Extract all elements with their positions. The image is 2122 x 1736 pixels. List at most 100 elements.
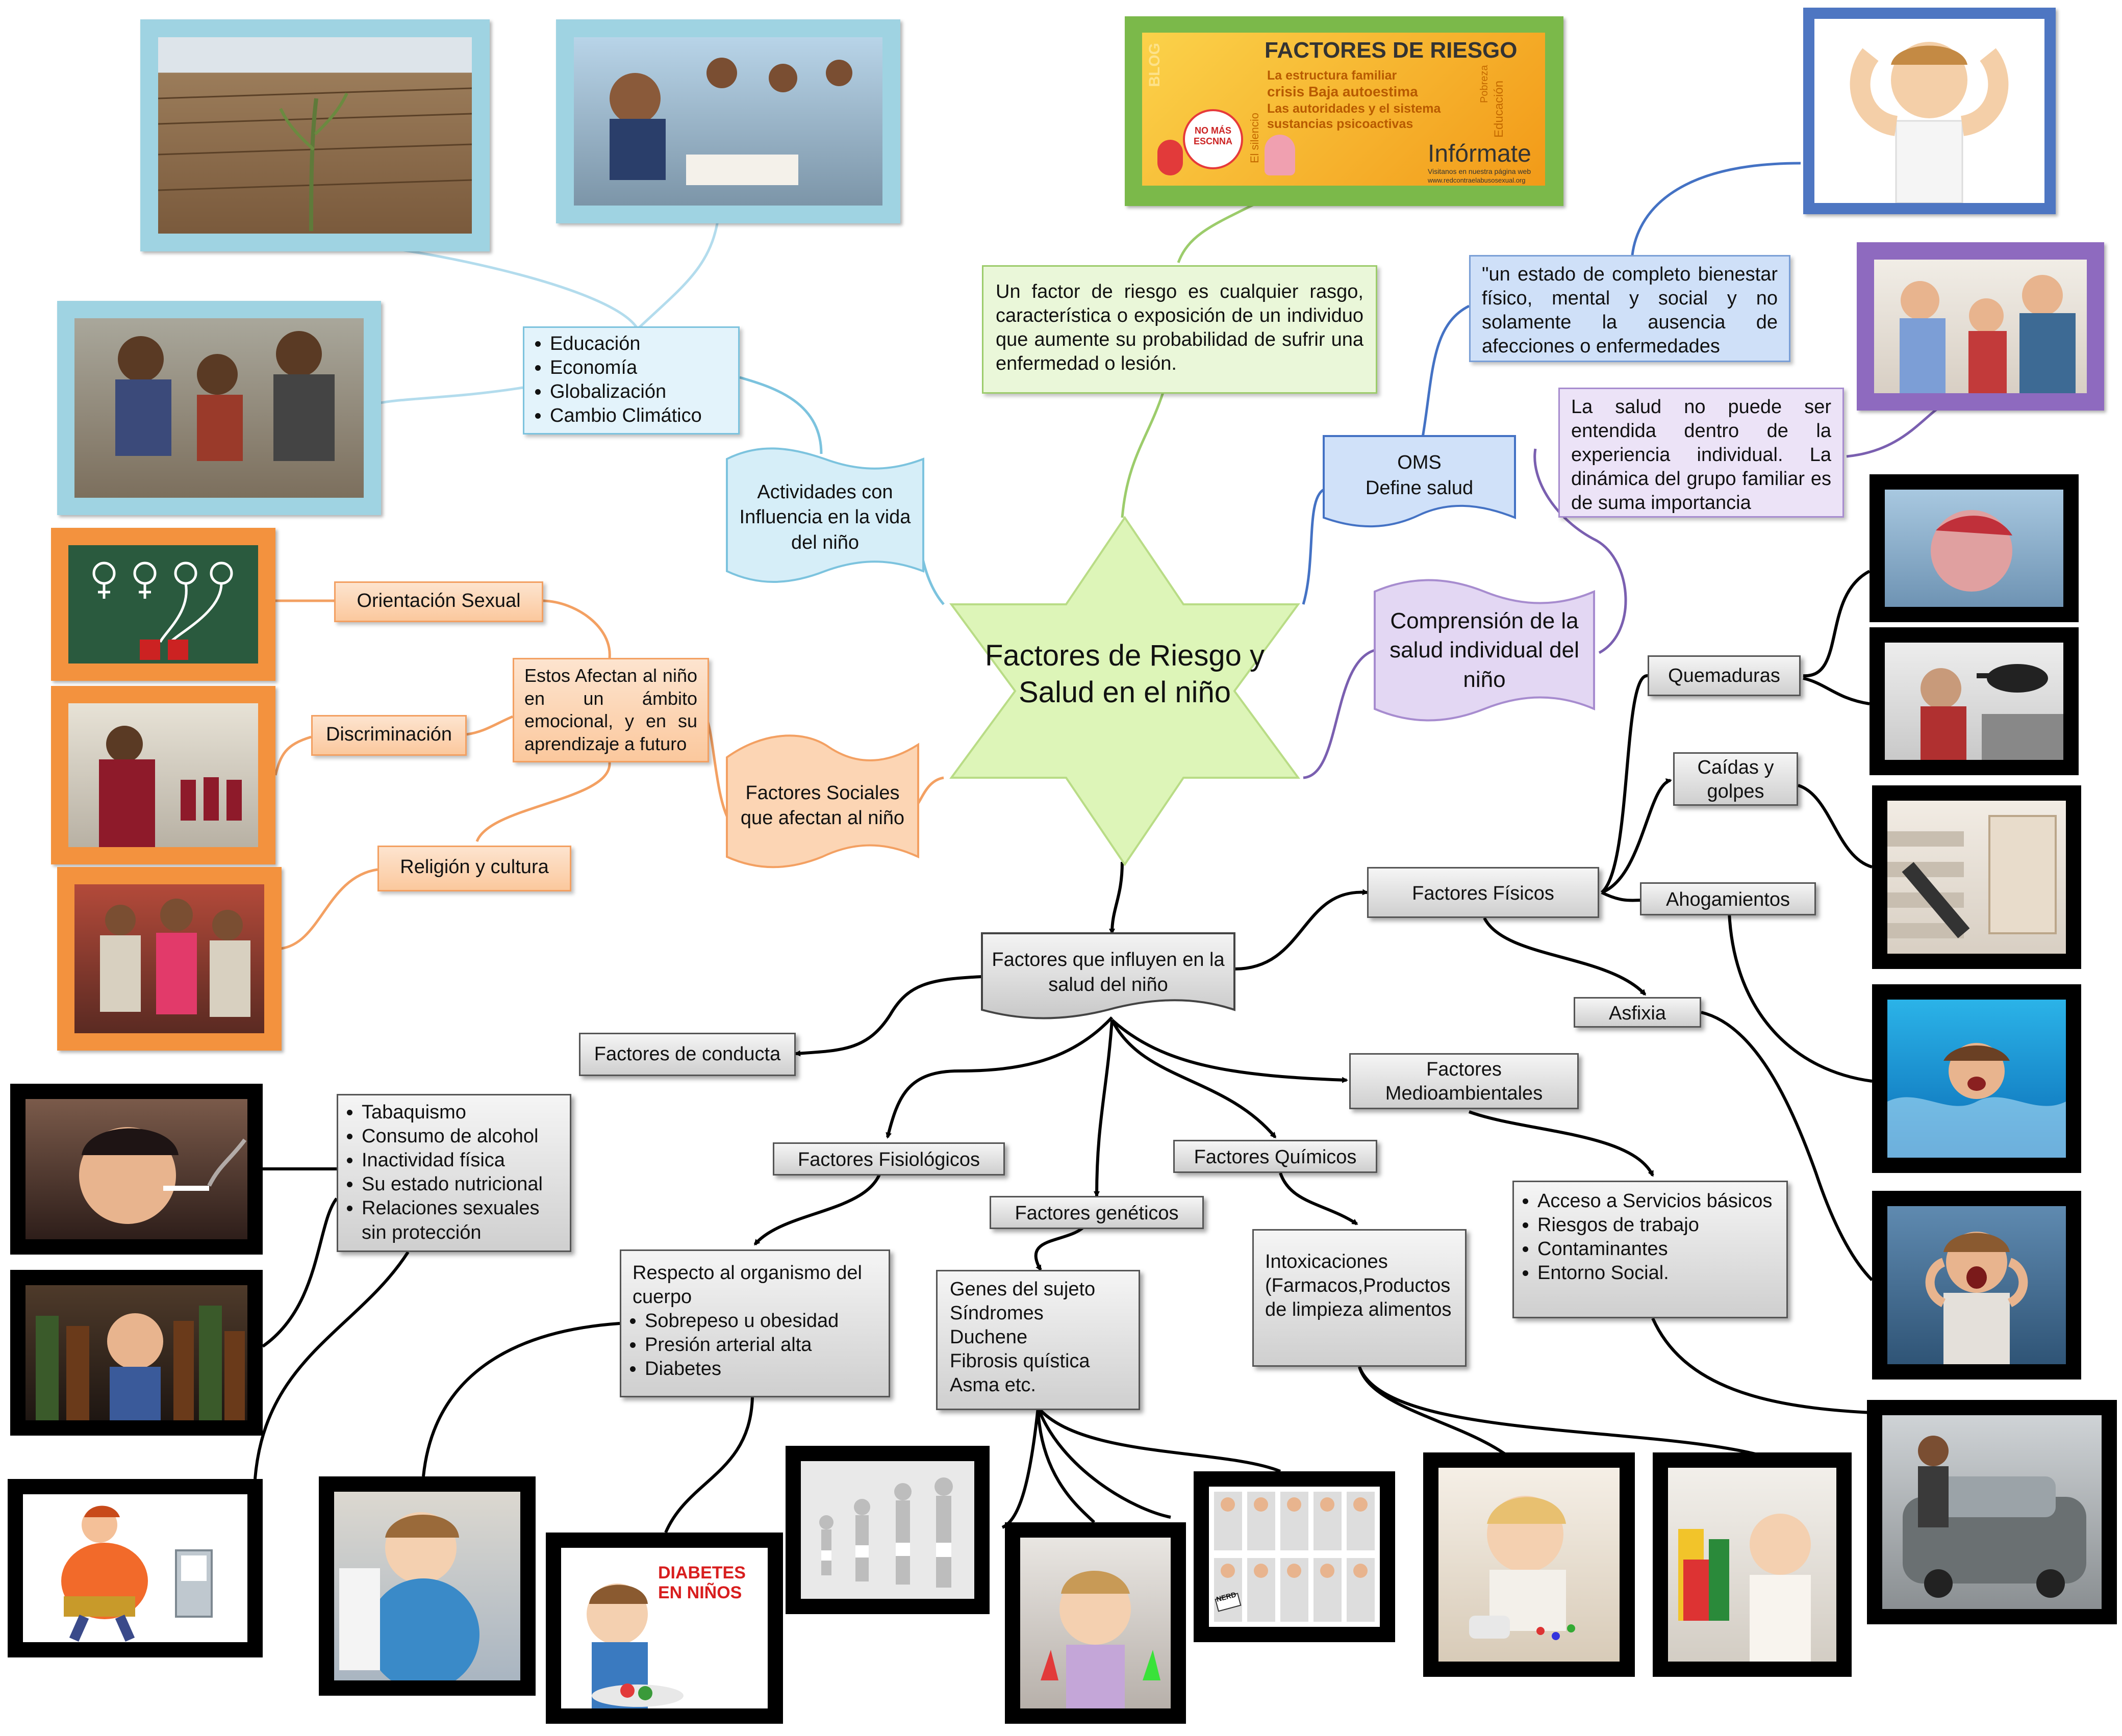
comprension-text: La salud no puede ser entendida dentro d… xyxy=(1571,396,1831,514)
sociales-wave-shape xyxy=(726,734,919,869)
conducta-box[interactable]: Factores de conducta xyxy=(579,1033,796,1076)
actividades-list-box[interactable]: Educación Economía Globalización Cambio … xyxy=(523,326,740,435)
oms-wave-shape xyxy=(1323,435,1516,528)
geneticos-line: Fibrosis quística xyxy=(950,1350,1090,1372)
medioambientales-list: Acceso a Servicios básicos Riesgos de tr… xyxy=(1514,1189,1780,1285)
actividades-item: Economía xyxy=(550,356,733,380)
definition-box[interactable]: Un factor de riesgo es cualquier rasgo, … xyxy=(982,265,1377,394)
fisiologicos-list-box[interactable]: Respecto al organismo del cuerpo Sobrepe… xyxy=(620,1249,890,1397)
caidas-label: Caídas y golpes xyxy=(1697,757,1774,803)
choking-photo xyxy=(1872,1191,2081,1380)
ahogamientos-box[interactable]: Ahogamientos xyxy=(1640,882,1816,915)
edge-influyen-conducta xyxy=(794,975,982,1057)
discriminacion-box[interactable]: Discriminación xyxy=(311,715,467,756)
edge-star-oms xyxy=(1302,488,1325,605)
conducta-list: Tabaquismo Consumo de alcohol Inactivida… xyxy=(338,1101,565,1245)
dry-field-photo xyxy=(140,19,490,251)
edge-discriminacion-photo xyxy=(274,735,312,776)
quimicos-text-box[interactable]: Intoxicaciones (Farmacos,Productos de li… xyxy=(1252,1229,1467,1367)
central-title[interactable]: Factores de Riesgo y Salud en el niño xyxy=(984,639,1265,709)
edge-quim-photo2 xyxy=(1358,1366,1781,1463)
conducta-item: Su estado nutricional xyxy=(362,1172,565,1196)
quimicos-box[interactable]: Factores Químicos xyxy=(1173,1140,1377,1173)
smoking-child-photo xyxy=(10,1084,263,1255)
kids-sharing-photo xyxy=(57,301,381,515)
edge-comprension-text xyxy=(1533,448,1627,654)
asfixia-box[interactable]: Asfixia xyxy=(1574,997,1701,1028)
edge-conducta-photo2 xyxy=(262,1197,338,1348)
strong-boy-photo xyxy=(1803,8,2056,214)
pills-photo xyxy=(1423,1452,1635,1677)
medioambientales-item: Riesgos de trabajo xyxy=(1537,1213,1780,1237)
edge-oms-quote xyxy=(1419,304,1470,449)
family-photo xyxy=(1857,242,2104,411)
comprension-label: Comprensión de la salud individual del n… xyxy=(1390,608,1579,692)
central-star-shape xyxy=(949,516,1300,866)
conducta-item: Tabaquismo xyxy=(362,1101,565,1125)
orientacion-sexual-box[interactable]: Orientación Sexual xyxy=(334,581,543,622)
edge-asfixia-photo xyxy=(1701,1011,1874,1282)
conducta-list-box[interactable]: Tabaquismo Consumo de alcohol Inactivida… xyxy=(337,1094,571,1252)
poster-cartoon-girl xyxy=(1265,135,1295,175)
culture-photo xyxy=(57,867,282,1051)
religion-cultura-label: Religión y cultura xyxy=(400,856,549,878)
medioambientales-box[interactable]: Factores Medioambientales xyxy=(1349,1053,1579,1109)
edge-influyen-fisicos xyxy=(1234,889,1369,971)
poster-vertical-word-1: El silencio xyxy=(1248,112,1261,163)
edge-effect-discriminacion xyxy=(466,715,513,736)
actividades-node[interactable]: Actividades con Influencia en la vida de… xyxy=(726,447,924,586)
poster-footer: Infórmate xyxy=(1428,140,1531,167)
influyen-node[interactable]: Factores que influyen en la salud del ni… xyxy=(981,932,1235,1023)
fisiologicos-list: Sobrepeso u obesidad Presión arterial al… xyxy=(633,1309,880,1381)
actividades-wave-shape xyxy=(726,447,924,583)
edge-fisicos-asfixia xyxy=(1483,917,1647,996)
fisiologicos-box[interactable]: Factores Fisiológicos xyxy=(773,1142,1005,1176)
medioambientales-item: Contaminantes xyxy=(1537,1237,1780,1261)
edge-influyen-fisiologicos xyxy=(886,1016,1114,1139)
conducta-item: Consumo de alcohol xyxy=(362,1125,565,1148)
down-syndrome-photo xyxy=(1005,1522,1186,1724)
poster-line-2: crisis Baja autoestima xyxy=(1267,84,1418,99)
poster-cartoon-boy xyxy=(1157,140,1183,175)
comprension-text-box[interactable]: La salud no puede ser entendida dentro d… xyxy=(1558,388,1844,518)
quemaduras-box[interactable]: Quemaduras xyxy=(1648,655,1801,696)
geneticos-line: Duchene xyxy=(950,1326,1028,1348)
fisiologicos-item: Sobrepeso u obesidad xyxy=(645,1309,880,1333)
orientacion-sexual-label: Orientación Sexual xyxy=(357,590,521,611)
geneticos-list-box[interactable]: Genes del sujeto Síndromes Duchene Fibro… xyxy=(936,1270,1140,1410)
poster-badge: NO MÁS ESCNNA xyxy=(1183,109,1243,169)
edge-medio-text xyxy=(1468,1110,1654,1177)
edge-geneticos-text xyxy=(1034,1223,1088,1271)
oms-quote-text: "un estado de completo bienestar físico,… xyxy=(1482,264,1778,358)
medioambientales-item: Entorno Social. xyxy=(1537,1261,1780,1285)
edge-religion-photo xyxy=(280,868,378,950)
comprension-node[interactable]: Comprensión de la salud individual del n… xyxy=(1374,576,1595,724)
edge-text-photo xyxy=(1846,407,1939,458)
caidas-box[interactable]: Caídas y golpes xyxy=(1673,752,1798,806)
actividades-item: Globalización xyxy=(550,380,733,404)
actividades-label: Actividades con Influencia en la vida de… xyxy=(739,481,911,553)
quemaduras-label: Quemaduras xyxy=(1668,665,1780,686)
edge-influyen-geneticos xyxy=(1094,1019,1114,1197)
medioambientales-list-box[interactable]: Acceso a Servicios básicos Riesgos de tr… xyxy=(1512,1181,1788,1318)
religion-cultura-box[interactable]: Religión y cultura xyxy=(377,846,571,891)
edge-effect-orientacion xyxy=(543,599,611,658)
oms-quote-box[interactable]: "un estado de completo bienestar físico,… xyxy=(1469,255,1790,362)
edge-gen-photo2 xyxy=(1037,1407,1096,1524)
discriminacion-label: Discriminación xyxy=(325,724,452,745)
fisicos-box[interactable]: Factores Físicos xyxy=(1367,867,1599,918)
actividades-list: Educación Economía Globalización Cambio … xyxy=(526,332,733,428)
poster-footer-small: Visitanos en nuestra página web xyxy=(1428,167,1531,175)
geneticos-box[interactable]: Factores genéticos xyxy=(990,1196,1204,1229)
drowning-photo xyxy=(1872,984,2081,1173)
asfixia-label: Asfixia xyxy=(1609,1003,1666,1024)
ahogamientos-label: Ahogamientos xyxy=(1666,889,1790,910)
edge-influyen-quimicos xyxy=(1110,1019,1277,1139)
poster-line-1: La estructura familiar xyxy=(1267,68,1397,83)
sociales-node[interactable]: Factores Sociales que afectan al niño xyxy=(726,732,919,870)
poster-side-label: BLOG xyxy=(1146,43,1163,87)
sociales-effect-box[interactable]: Estos Afectan al niño en un ámbito emoci… xyxy=(513,658,709,762)
quimicos-label: Factores Químicos xyxy=(1194,1146,1357,1168)
oms-node[interactable]: OMS Define salud xyxy=(1323,435,1516,530)
